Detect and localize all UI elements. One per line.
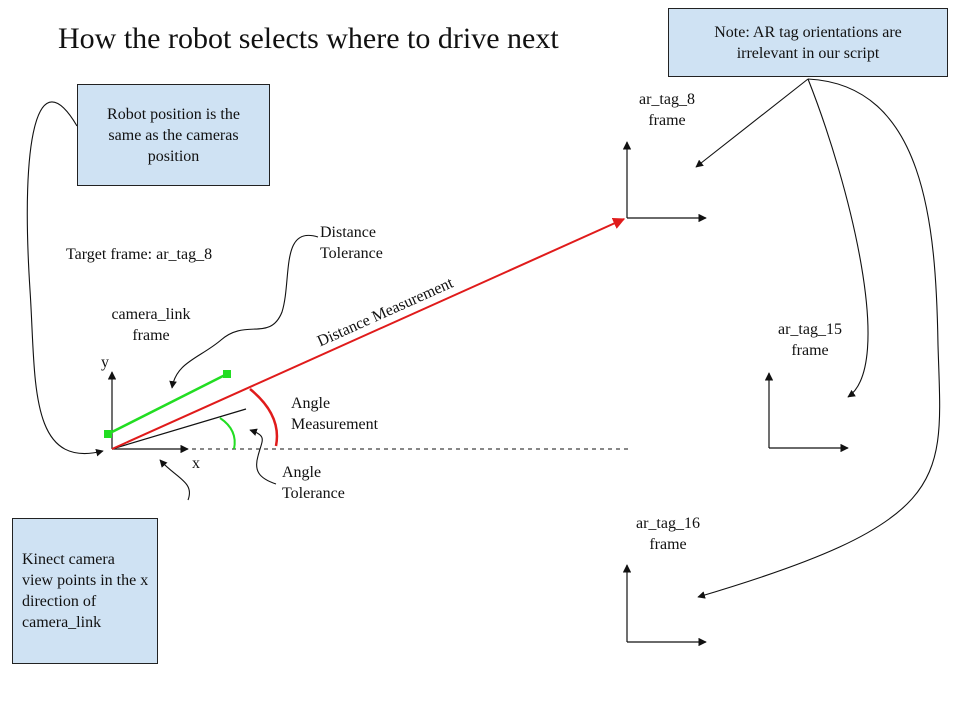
axis-x-label: x bbox=[192, 455, 200, 472]
ar-tag-16-frame-label: ar_tag_16 frame bbox=[636, 515, 700, 553]
distance-tolerance-segment bbox=[104, 370, 231, 438]
ar-tag-15-axes bbox=[764, 372, 849, 453]
robot-position-note-text: Robot position is the same as the camera… bbox=[107, 105, 240, 165]
diagram-title: How the robot selects where to drive nex… bbox=[58, 22, 559, 55]
note-arrow-to-tag-15 bbox=[807, 78, 869, 398]
robot-position-callout-arrow bbox=[26, 101, 104, 457]
ar-tag-16-axes bbox=[622, 564, 707, 647]
camera-link-frame-label: camera_link frame bbox=[111, 306, 191, 344]
ar-orientation-note-text: Note: AR tag orientations are irrelevant… bbox=[714, 23, 902, 62]
angle-measurement-arc bbox=[249, 388, 279, 447]
note-arrow-to-tag-8 bbox=[695, 78, 809, 168]
ar-tag-8-axes bbox=[622, 141, 707, 223]
kinect-view-note-text: Kinect camera view points in the x direc… bbox=[22, 551, 149, 631]
kinect-view-note: Kinect camera view points in the x direc… bbox=[12, 518, 158, 664]
angle-tolerance-callout-arrow bbox=[249, 428, 277, 485]
ar-orientation-note: Note: AR tag orientations are irrelevant… bbox=[668, 8, 948, 77]
distance-tolerance-label: Distance Tolerance bbox=[320, 224, 383, 262]
distance-measurement-arrow bbox=[111, 217, 626, 450]
tolerance-boundary-line bbox=[111, 408, 247, 450]
robot-position-note: Robot position is the same as the camera… bbox=[77, 84, 270, 186]
target-frame-label: Target frame: ar_tag_8 bbox=[66, 246, 213, 263]
note-arrow-to-tag-16 bbox=[697, 78, 941, 599]
angle-tolerance-arc bbox=[219, 417, 236, 450]
distance-tolerance-callout-arrow bbox=[169, 234, 319, 389]
angle-tolerance-label: Angle Tolerance bbox=[282, 464, 345, 502]
kinect-view-callout-arrow bbox=[159, 459, 191, 501]
ar-tag-8-frame-label: ar_tag_8 frame bbox=[639, 91, 695, 129]
axis-y-label: y bbox=[101, 354, 109, 371]
ar-tag-15-frame-label: ar_tag_15 frame bbox=[778, 321, 842, 359]
angle-measurement-label: Angle Measurement bbox=[291, 395, 379, 433]
